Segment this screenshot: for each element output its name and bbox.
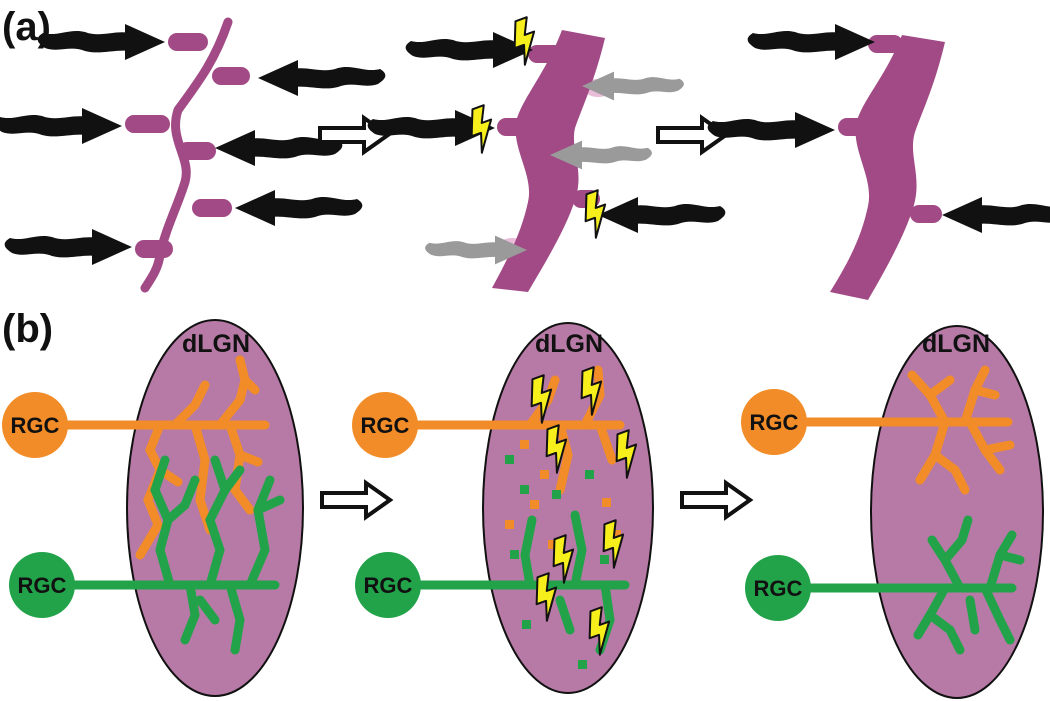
rgc-green-cell (355, 552, 421, 618)
dendrite-thin (140, 17, 233, 293)
rgc-label: RGC (18, 573, 67, 598)
panel-b-label: (b) (2, 307, 53, 351)
right-arrow-icon (680, 481, 752, 519)
orange-arbor (785, 365, 1015, 495)
spines (838, 35, 942, 223)
dendrite-thick (830, 35, 945, 300)
rgc-orange-cell (741, 389, 807, 455)
green-arbor (65, 455, 285, 655)
rgc-label: RGC (361, 413, 410, 438)
rgc-orange-cell (352, 392, 418, 458)
panel-a-stage-3 (707, 24, 1050, 300)
panel-b-stage-3: dLGN RGC RGC (741, 325, 1044, 699)
dlgn-label: dLGN (922, 330, 990, 358)
panel-b-stage-1: dLGN RGC RGC (2, 319, 304, 697)
green-arbor (795, 515, 1025, 655)
rgc-label: RGC (750, 410, 799, 435)
rgc-label: RGC (11, 413, 60, 438)
dlgn-label: dLGN (535, 330, 603, 358)
dlgn-label: dLGN (182, 330, 250, 358)
panel-a-stage-2 (367, 15, 726, 292)
dendrite-thick (492, 30, 605, 292)
dlgn-region (482, 322, 654, 694)
rgc-orange-cell (2, 392, 68, 458)
panel-b-stage-2: dLGN (352, 322, 654, 694)
rgc-label: RGC (754, 576, 803, 601)
panel-a-stage-1 (0, 17, 386, 293)
right-arrow-icon (320, 481, 392, 519)
rgc-green-cell (745, 555, 811, 621)
green-fragments (505, 455, 609, 669)
rgc-green-cell (9, 552, 75, 618)
dendritic-spines (125, 33, 250, 258)
rgc-label: RGC (364, 573, 413, 598)
orange-fragments (505, 440, 621, 549)
